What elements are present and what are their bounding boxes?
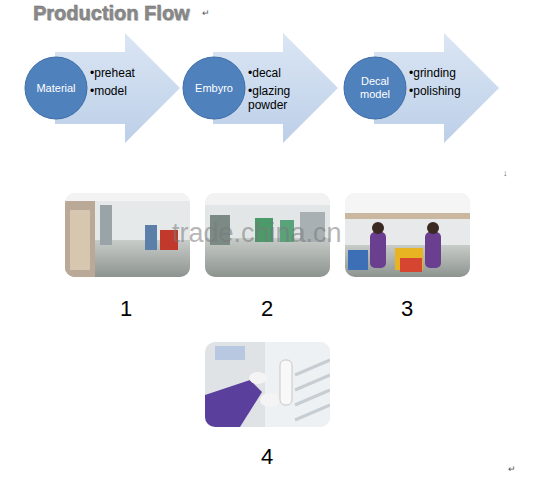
bullet-list: •decal •glazing powder — [248, 66, 312, 112]
diagram-title: Production Flow — [33, 2, 190, 25]
factory-photo — [345, 193, 470, 277]
callout-number: 4 — [261, 444, 273, 470]
bullet-list: •grinding •polishing — [409, 66, 473, 98]
callout-number: 3 — [401, 296, 413, 322]
factory-photo — [205, 342, 330, 427]
bullet-item: •grinding — [409, 66, 473, 80]
bullet-item: •glazing powder — [248, 84, 312, 112]
factory-photo — [65, 193, 190, 277]
circle-text-box: Embyro — [182, 56, 246, 120]
step-circle: Decal model — [343, 56, 407, 120]
flow-arrow: •preheat •model Material — [24, 33, 181, 143]
flow-arrow: •grinding •polishing Decal model — [343, 33, 500, 143]
circle-text-box: Decal model — [343, 56, 407, 120]
circle-fill — [25, 57, 87, 119]
callout-number: 2 — [261, 296, 273, 322]
bullet-item: •preheat — [90, 66, 154, 80]
flow-arrow: •decal •glazing powder Embyro — [182, 33, 339, 143]
circle-label: Embyro — [186, 82, 242, 95]
paragraph-mark: ↵ — [202, 8, 210, 18]
circle-fill — [183, 57, 245, 119]
step-circle: Embyro — [182, 56, 246, 120]
circle-text-box: Material — [24, 56, 88, 120]
circle-label: Material — [28, 82, 84, 95]
bullet-item: •model — [90, 84, 154, 98]
bullet-item: •decal — [248, 66, 312, 80]
bullet-item: •polishing — [409, 84, 473, 98]
watermark: trade.china.cn — [172, 218, 342, 249]
paragraph-mark: ↵ — [508, 464, 516, 474]
callout-number: 1 — [120, 296, 132, 322]
step-circle: Material — [24, 56, 88, 120]
circle-label: Decal model — [347, 75, 403, 101]
bullet-list: •preheat •model — [90, 66, 154, 98]
paragraph-mark: ↓ — [503, 168, 508, 178]
circle-fill — [344, 57, 406, 119]
